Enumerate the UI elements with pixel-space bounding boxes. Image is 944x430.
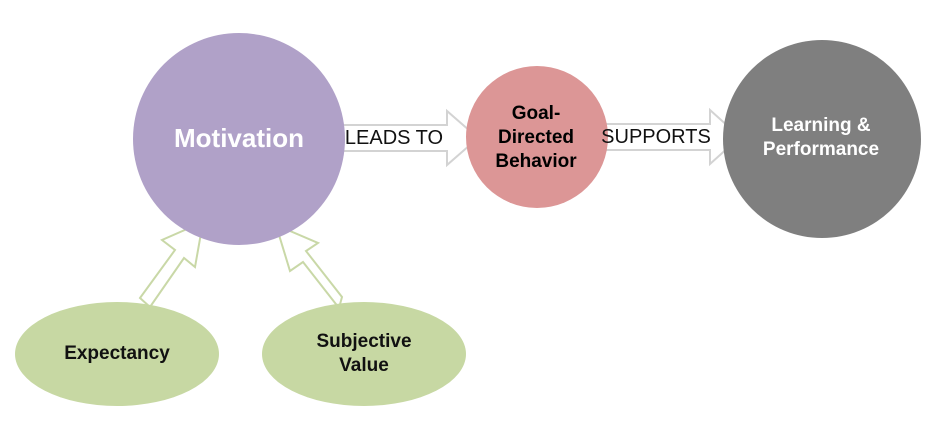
motivation-node <box>133 33 345 245</box>
motivation-label: Motivation <box>174 122 304 153</box>
expectancy-up-arrow <box>138 220 205 309</box>
subjective-value-label: Subjective Value <box>316 331 412 376</box>
subjective-value-up-arrow <box>274 223 344 311</box>
expectancy-node <box>15 302 219 406</box>
subjective-value-node <box>262 302 466 406</box>
goal-directed-behavior-label: Goal- Directed Behavior <box>495 103 577 172</box>
goal-directed-behavior-node <box>466 66 608 208</box>
leads-to-label: LEADS TO <box>344 126 444 149</box>
supports-label: SUPPORTS <box>601 125 711 148</box>
leads-to-arrow <box>334 108 480 168</box>
learning-performance-label: Learning & Performance <box>762 115 880 160</box>
learning-performance-node <box>723 40 921 238</box>
expectancy-label: Expectancy <box>64 343 170 365</box>
